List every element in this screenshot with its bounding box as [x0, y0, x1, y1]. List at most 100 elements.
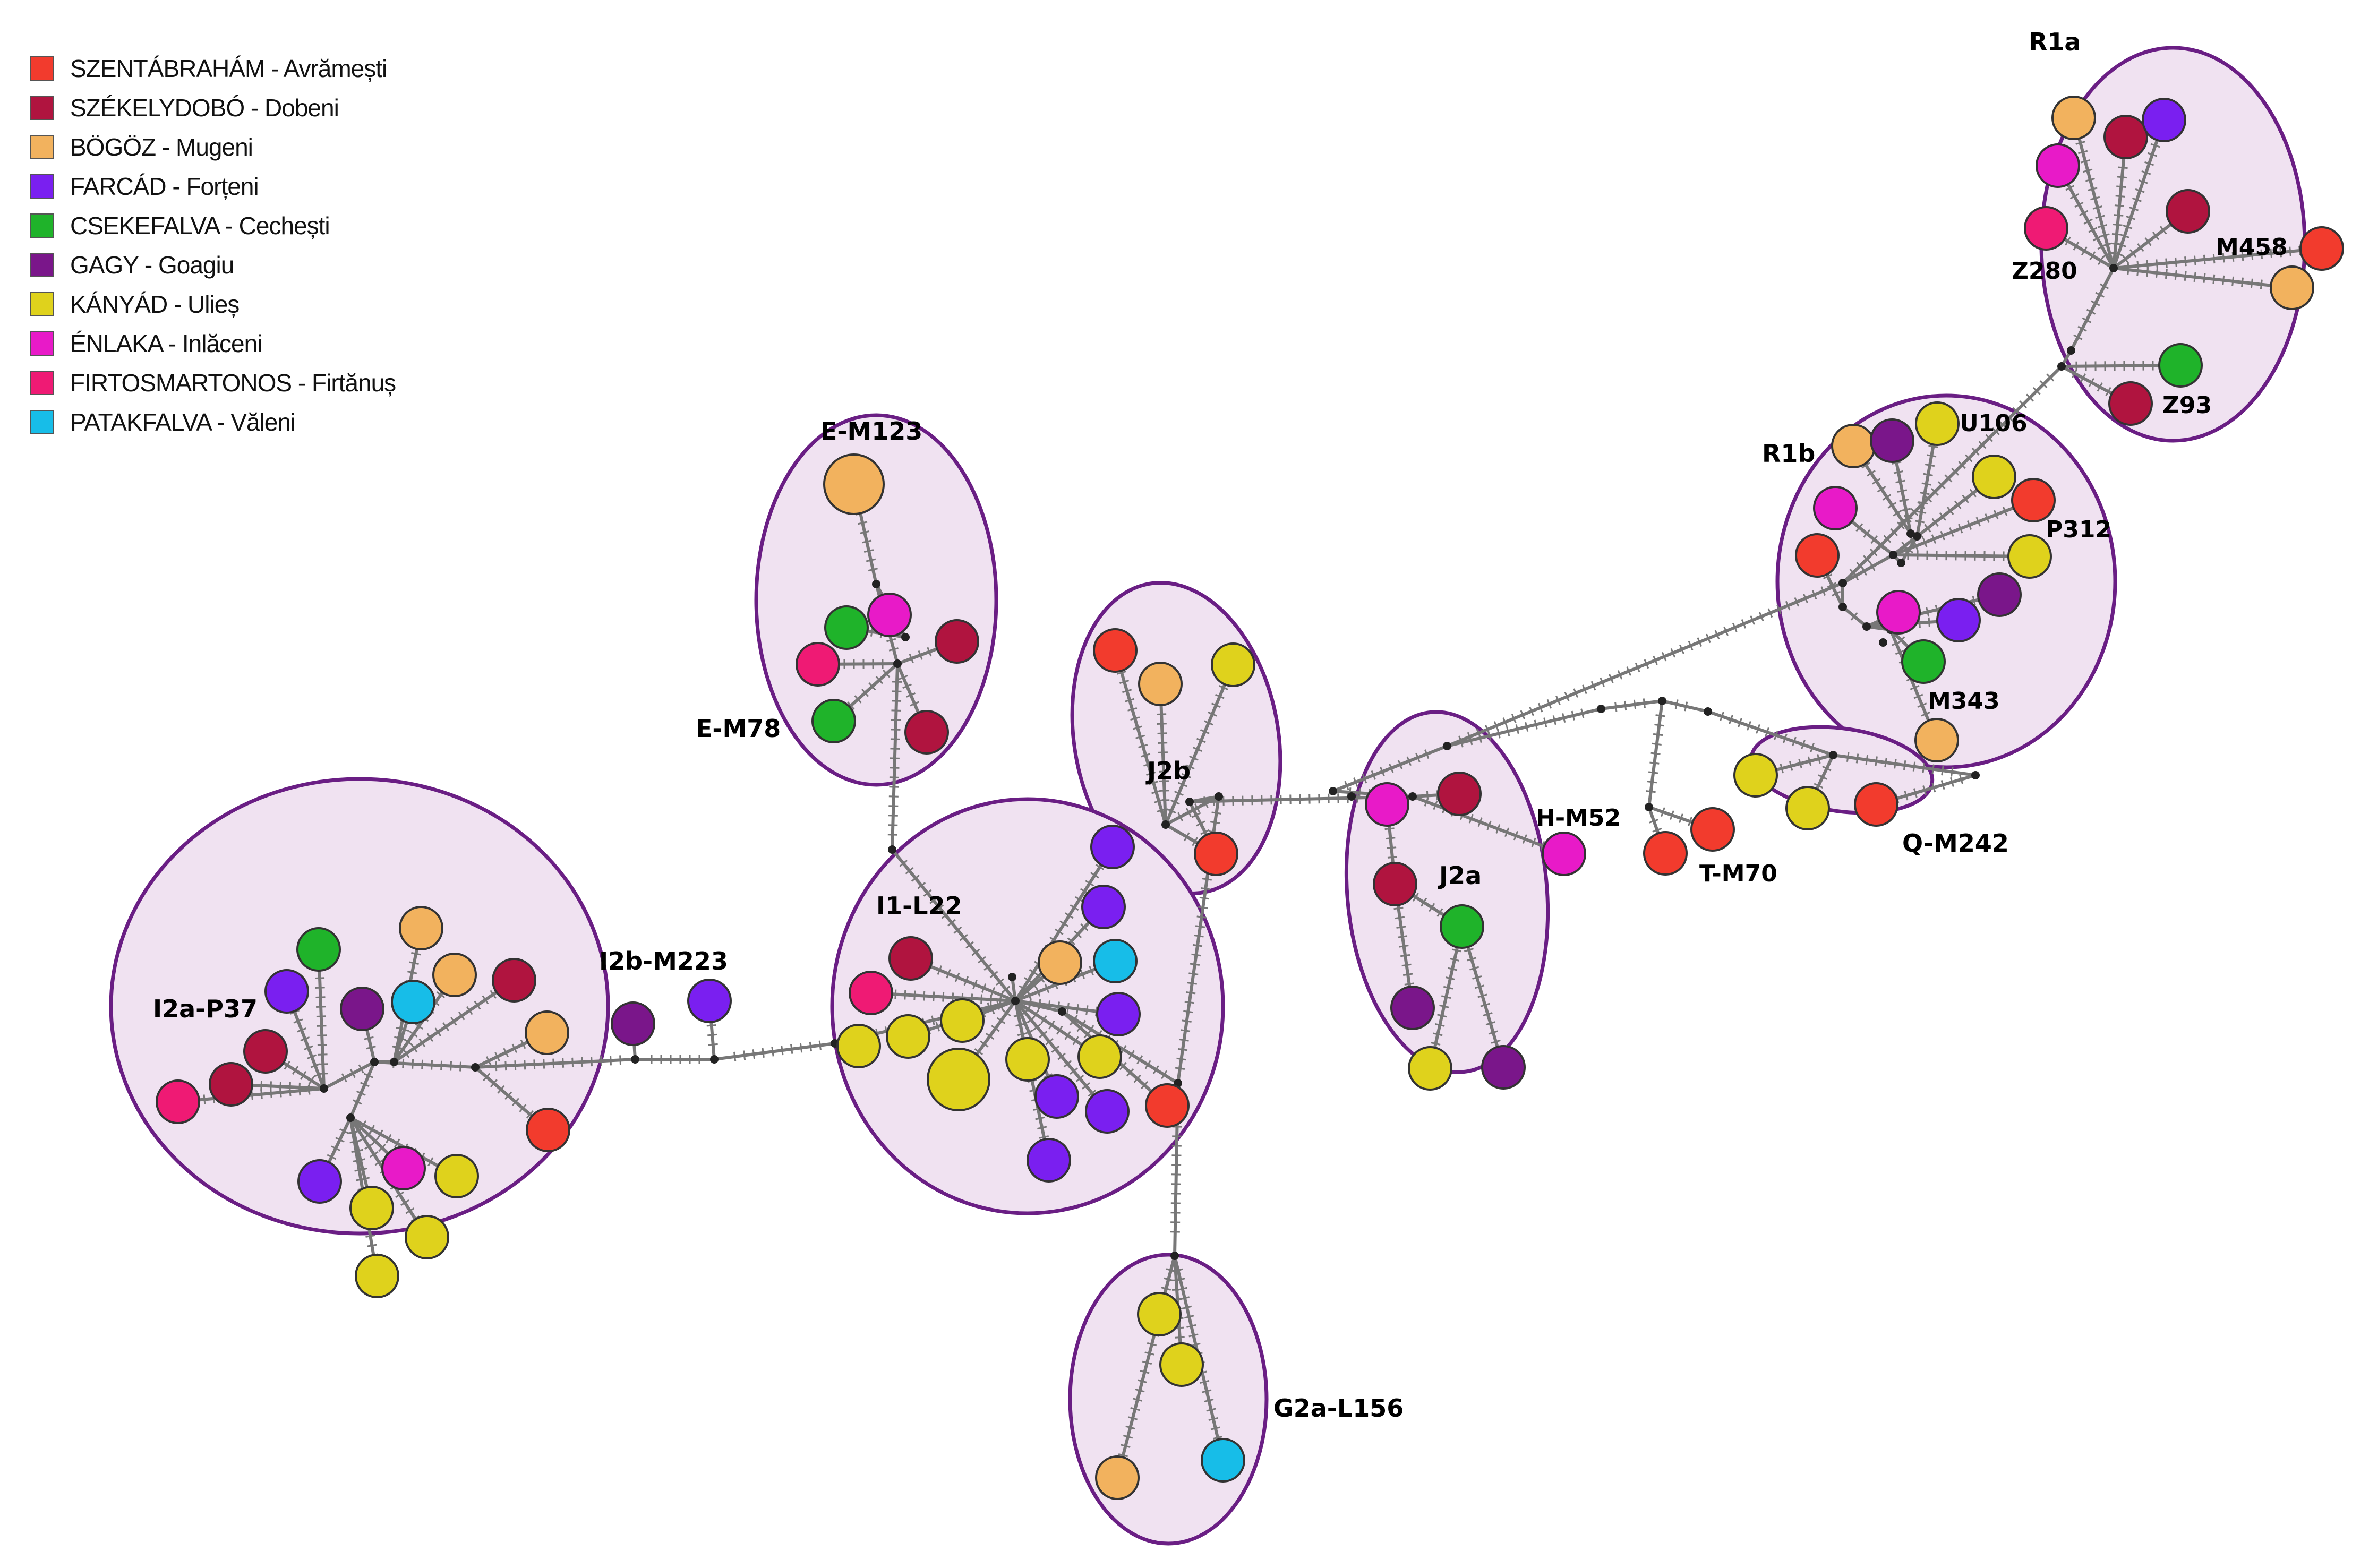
network-edge: [317, 949, 326, 1089]
mutation-tick: [913, 990, 916, 1000]
mutation-tick: [1188, 755, 1199, 761]
mutation-tick: [1924, 524, 1931, 533]
mutation-tick: [2012, 407, 2021, 415]
haplotype-node: [935, 619, 979, 664]
mutation-tick: [1070, 904, 1079, 911]
network-edge: [1447, 707, 1602, 748]
mutation-tick: [2100, 233, 2110, 237]
mutation-tick: [293, 1018, 303, 1024]
mutation-tick: [1653, 733, 1663, 736]
mutation-tick: [2203, 273, 2206, 283]
mutation-tick: [1210, 1426, 1220, 1430]
haplotype-node: [296, 927, 341, 972]
mutation-tick: [941, 911, 950, 919]
median-vector: [1838, 579, 1847, 587]
mutation-tick: [2002, 506, 2008, 516]
mutation-tick: [1184, 1000, 1194, 1004]
legend-swatch: [30, 331, 54, 356]
haplotype-node: [824, 605, 869, 650]
legend-swatch: [30, 371, 54, 395]
mutation-tick: [1910, 685, 1920, 690]
mutation-tick: [1964, 454, 1973, 462]
mutation-tick: [2212, 274, 2216, 284]
mutation-tick: [490, 1079, 498, 1087]
mutation-tick: [421, 1059, 424, 1069]
mutation-tick: [307, 1054, 317, 1059]
mutation-tick: [1424, 796, 1429, 807]
median-vector: [1704, 707, 1712, 716]
mutation-tick: [1600, 677, 1605, 687]
mutation-tick: [1892, 461, 1902, 465]
haplotype-node: [2142, 98, 2186, 142]
mutation-tick: [2135, 188, 2145, 193]
mutation-tick: [1030, 981, 1038, 989]
mutation-tick: [1643, 698, 1646, 708]
mutation-tick: [980, 994, 983, 1004]
mutation-tick: [1872, 478, 1881, 485]
mutation-tick: [1646, 790, 1656, 793]
mutation-tick: [1057, 1052, 1066, 1060]
mutation-tick: [1850, 612, 1858, 621]
mutation-tick: [300, 1070, 307, 1080]
mutation-tick: [2174, 270, 2177, 280]
mutation-tick: [1128, 1050, 1135, 1059]
mutation-tick: [2092, 235, 2102, 242]
mutation-tick: [1200, 729, 1210, 734]
median-vector: [346, 1113, 355, 1122]
mutation-tick: [2250, 278, 2253, 288]
mutation-tick: [2113, 224, 2123, 226]
mutation-tick: [1435, 1023, 1445, 1027]
mutation-tick: [1792, 736, 1797, 747]
legend-item-forteni: FARCÁD - Forțeni: [30, 167, 396, 206]
mutation-tick: [1135, 734, 1145, 739]
mutation-tick: [1144, 1351, 1154, 1356]
mutation-tick: [1883, 535, 1892, 543]
mutation-tick: [1930, 487, 1939, 496]
mutation-tick: [2129, 249, 2137, 258]
mutation-tick: [937, 965, 943, 975]
mutation-tick: [360, 1082, 370, 1087]
haplotype-node: [1831, 424, 1876, 468]
median-vector: [1329, 787, 1337, 795]
mutation-tick: [1552, 715, 1556, 725]
mutation-tick: [1173, 1268, 1183, 1272]
mutation-tick: [1395, 916, 1405, 920]
mutation-tick: [1962, 494, 1969, 503]
mutation-tick: [1493, 721, 1499, 731]
mutation-tick: [965, 941, 974, 949]
haplotype-node: [1481, 1045, 1526, 1090]
mutation-tick: [1894, 759, 1897, 769]
mutation-tick: [1856, 562, 1865, 570]
mutation-tick: [1985, 434, 1994, 442]
mutation-tick: [1451, 948, 1462, 953]
mutation-tick: [1917, 501, 1926, 510]
mutation-tick: [1121, 1444, 1131, 1448]
mutation-tick: [1469, 966, 1479, 971]
mutation-tick: [403, 1049, 410, 1058]
mutation-tick: [1958, 524, 1963, 534]
mutation-tick: [1137, 1379, 1148, 1383]
mutation-tick: [959, 933, 968, 941]
mutation-tick: [2088, 227, 2098, 233]
mutation-tick: [889, 776, 899, 778]
haplotype-node: [1194, 832, 1238, 876]
mutation-tick: [906, 692, 916, 698]
mutation-tick: [2118, 166, 2128, 169]
mutation-tick: [1358, 788, 1361, 798]
mutation-tick: [1978, 441, 1987, 449]
mutation-tick: [954, 972, 960, 982]
mutation-tick: [1776, 604, 1782, 614]
mutation-tick: [2082, 317, 2092, 323]
mutation-tick: [1399, 945, 1409, 948]
mutation-tick: [1401, 963, 1412, 967]
mutation-tick: [918, 650, 923, 660]
mutation-tick: [2184, 256, 2187, 267]
mutation-tick: [1758, 612, 1764, 622]
mutation-tick: [1897, 521, 1905, 530]
haplotype-node: [1690, 807, 1735, 852]
mutation-tick: [399, 1027, 409, 1032]
mutation-tick: [1157, 808, 1167, 813]
mutation-tick: [300, 1036, 310, 1042]
haplotype-node: [2007, 534, 2052, 579]
mutation-tick: [1191, 953, 1201, 957]
